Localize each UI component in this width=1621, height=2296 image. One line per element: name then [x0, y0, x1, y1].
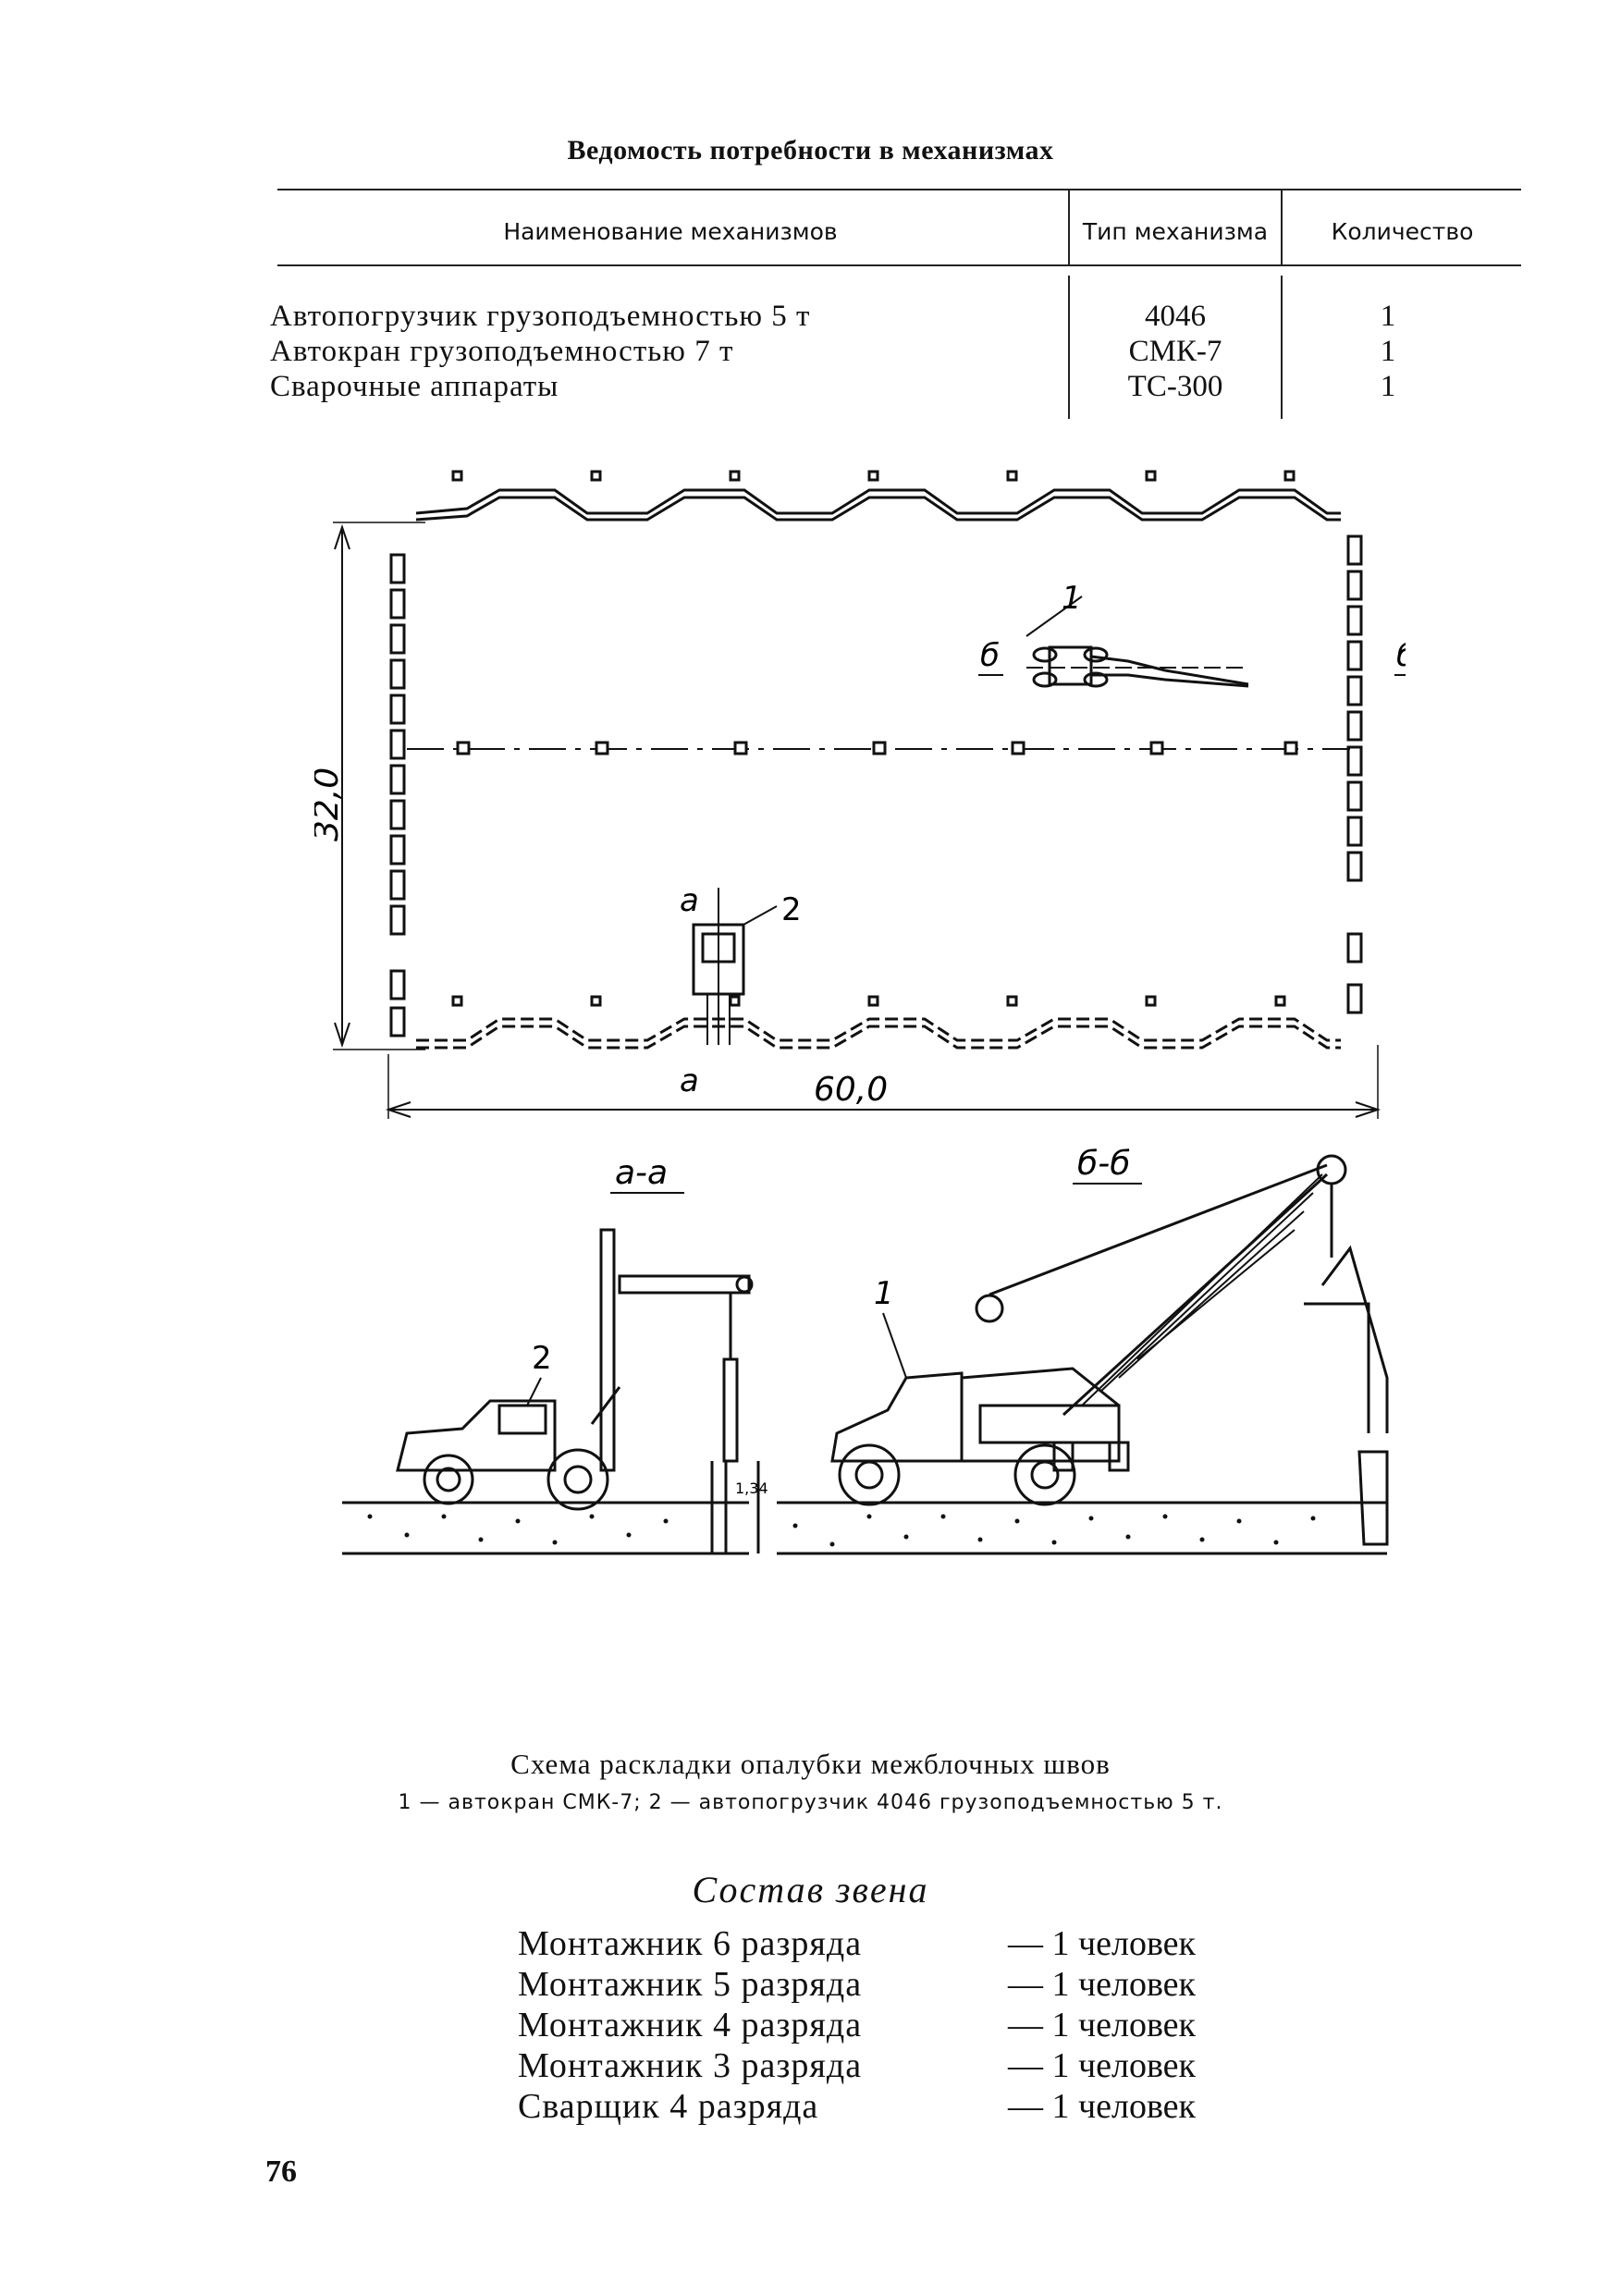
crane-side-view — [830, 1154, 1389, 1546]
row-name: Автопогрузчик грузоподъемностью 5 т — [270, 300, 811, 333]
forklift-plan — [692, 888, 745, 1045]
cut-a-top: а — [680, 882, 699, 919]
marker-1-plan: 1 — [1062, 580, 1082, 617]
table-divider — [1068, 276, 1070, 419]
header-qty: Количество — [1331, 218, 1474, 245]
row-qty: 1 — [1380, 370, 1396, 403]
left-wall-blocks — [389, 553, 406, 1037]
table-header-rule — [277, 264, 1521, 266]
crew-role: Монтажник 3 разряда — [518, 2046, 863, 2085]
crew-count: — 1 человек — [1008, 2046, 1196, 2085]
right-wall-blocks — [1346, 534, 1363, 1014]
bottom-wall-profile — [416, 1025, 1341, 1050]
row-type: ТС-300 — [1127, 370, 1223, 403]
formwork-layout-figure: 1 б б а 2 а 32,0 60,0 а-а б-б 2 — [314, 470, 1406, 1555]
figure-caption: Схема раскладки опалубки межблочных швов — [510, 1748, 1111, 1780]
table-divider — [1068, 190, 1070, 264]
row-qty: 1 — [1380, 300, 1396, 333]
section-b-label: б-б — [1077, 1145, 1130, 1183]
crew-title: Состав звена — [692, 1869, 929, 1910]
table-divider — [1281, 190, 1283, 264]
ground-section — [342, 1461, 1387, 1555]
crew-role: Монтажник 6 разряда — [518, 1924, 863, 1963]
forklift-side-view — [396, 1228, 754, 1511]
bottom-wall-profile — [416, 1017, 1341, 1042]
column-markers — [451, 470, 1298, 1007]
header-name: Наименование механизмов — [503, 218, 838, 245]
row-name: Сварочные аппараты — [270, 370, 559, 403]
table-top-rule — [277, 189, 1521, 190]
top-wall-profile — [415, 488, 1341, 515]
concrete-texture — [367, 1514, 1316, 1547]
section-a-label: а-а — [615, 1154, 668, 1192]
table-title: Ведомость потребности в механизмах — [567, 135, 1054, 166]
top-wall-profile — [415, 496, 1341, 522]
cut-a-bottom: а — [680, 1062, 699, 1099]
marker-1-section: 1 — [874, 1275, 894, 1312]
header-type: Тип механизма — [1082, 218, 1269, 245]
row-type: 4046 — [1145, 300, 1206, 333]
marker-2-section: 2 — [532, 1340, 552, 1377]
crew-count: — 1 человек — [1008, 1965, 1196, 2004]
figure-legend: 1 — автокран СМК-7; 2 — автопогрузчик 40… — [398, 1791, 1223, 1814]
table-divider — [1281, 276, 1283, 419]
crew-role: Сварщик 4 разряда — [518, 2087, 819, 2126]
cut-b-left: б — [980, 637, 1000, 674]
dimension-vertical: 32,0 — [314, 767, 346, 841]
crew-role: Монтажник 4 разряда — [518, 2006, 863, 2044]
dimension-horizontal: 60,0 — [814, 1071, 888, 1109]
crew-count: — 1 человек — [1008, 1924, 1196, 1963]
page-number: 76 — [265, 2155, 297, 2189]
crew-count: — 1 человек — [1008, 2006, 1196, 2044]
crew-count: — 1 человек — [1008, 2087, 1196, 2126]
marker-2-plan: 2 — [781, 891, 802, 928]
row-type: СМК-7 — [1128, 335, 1222, 368]
row-qty: 1 — [1380, 335, 1396, 368]
row-name: Автокран грузоподъемностью 7 т — [270, 335, 734, 368]
small-dimension: 1,34 — [735, 1480, 768, 1497]
crane-plan — [1026, 645, 1249, 688]
crew-role: Монтажник 5 разряда — [518, 1965, 863, 2004]
cut-b-right: б — [1396, 637, 1406, 674]
